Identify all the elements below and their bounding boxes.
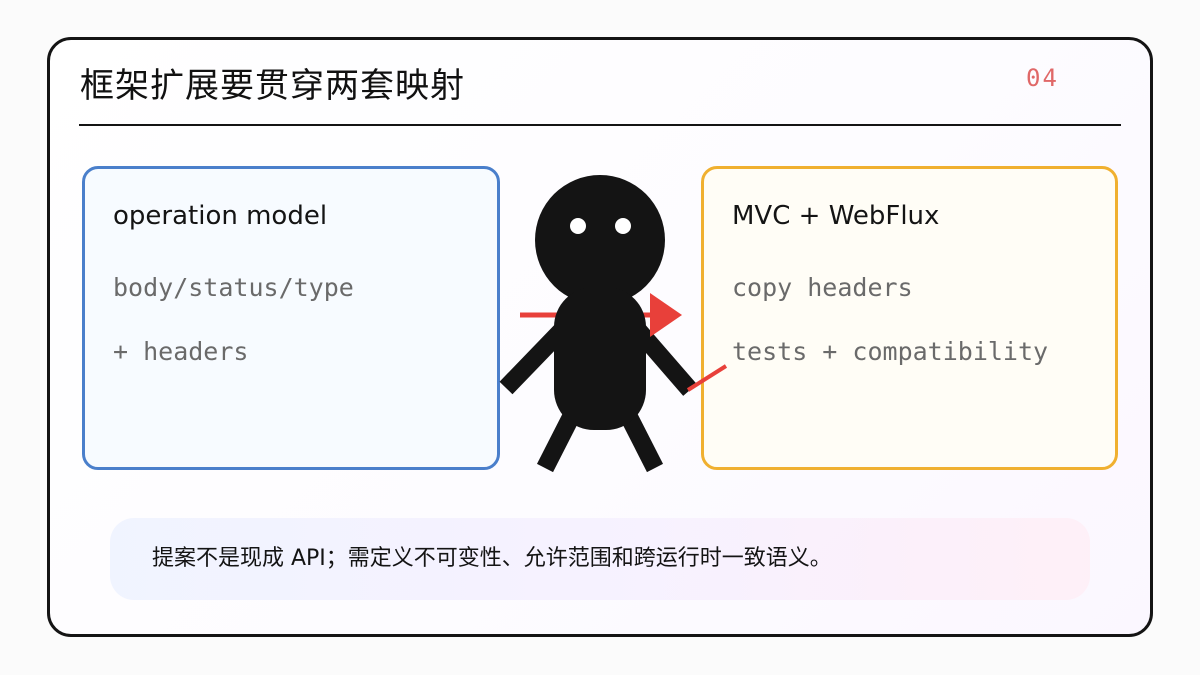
figure-body: [554, 287, 646, 430]
arrow-right-icon: [650, 293, 682, 337]
page-title: 框架扩展要贯穿两套映射: [80, 66, 465, 106]
card-line: tests + compatibility: [732, 337, 1049, 366]
right-leg: [619, 410, 664, 473]
card-line: body/status/type: [113, 273, 354, 302]
note-banner: 提案不是现成 API；需定义不可变性、允许范围和跨运行时一致语义。: [110, 518, 1090, 600]
figure-head: [535, 175, 665, 305]
left-arm: [499, 323, 569, 395]
card-line: copy headers: [732, 273, 913, 302]
mvc-webflux-card: MVC + WebFlux copy headers tests + compa…: [701, 166, 1118, 470]
note-text: 提案不是现成 API；需定义不可变性、允许范围和跨运行时一致语义。: [152, 546, 832, 571]
card-line: + headers: [113, 337, 249, 366]
stick-figure-icon: [499, 175, 728, 473]
left-leg: [536, 410, 581, 473]
card-heading: MVC + WebFlux: [732, 201, 940, 231]
right-eye: [615, 218, 631, 234]
operation-model-card: operation model body/status/type + heade…: [82, 166, 500, 470]
right-arm: [631, 324, 697, 396]
card-heading: operation model: [113, 201, 328, 231]
page-number: 04: [1026, 64, 1059, 92]
left-eye: [570, 218, 586, 234]
title-divider: [79, 124, 1121, 126]
pointer-line: [686, 364, 728, 392]
